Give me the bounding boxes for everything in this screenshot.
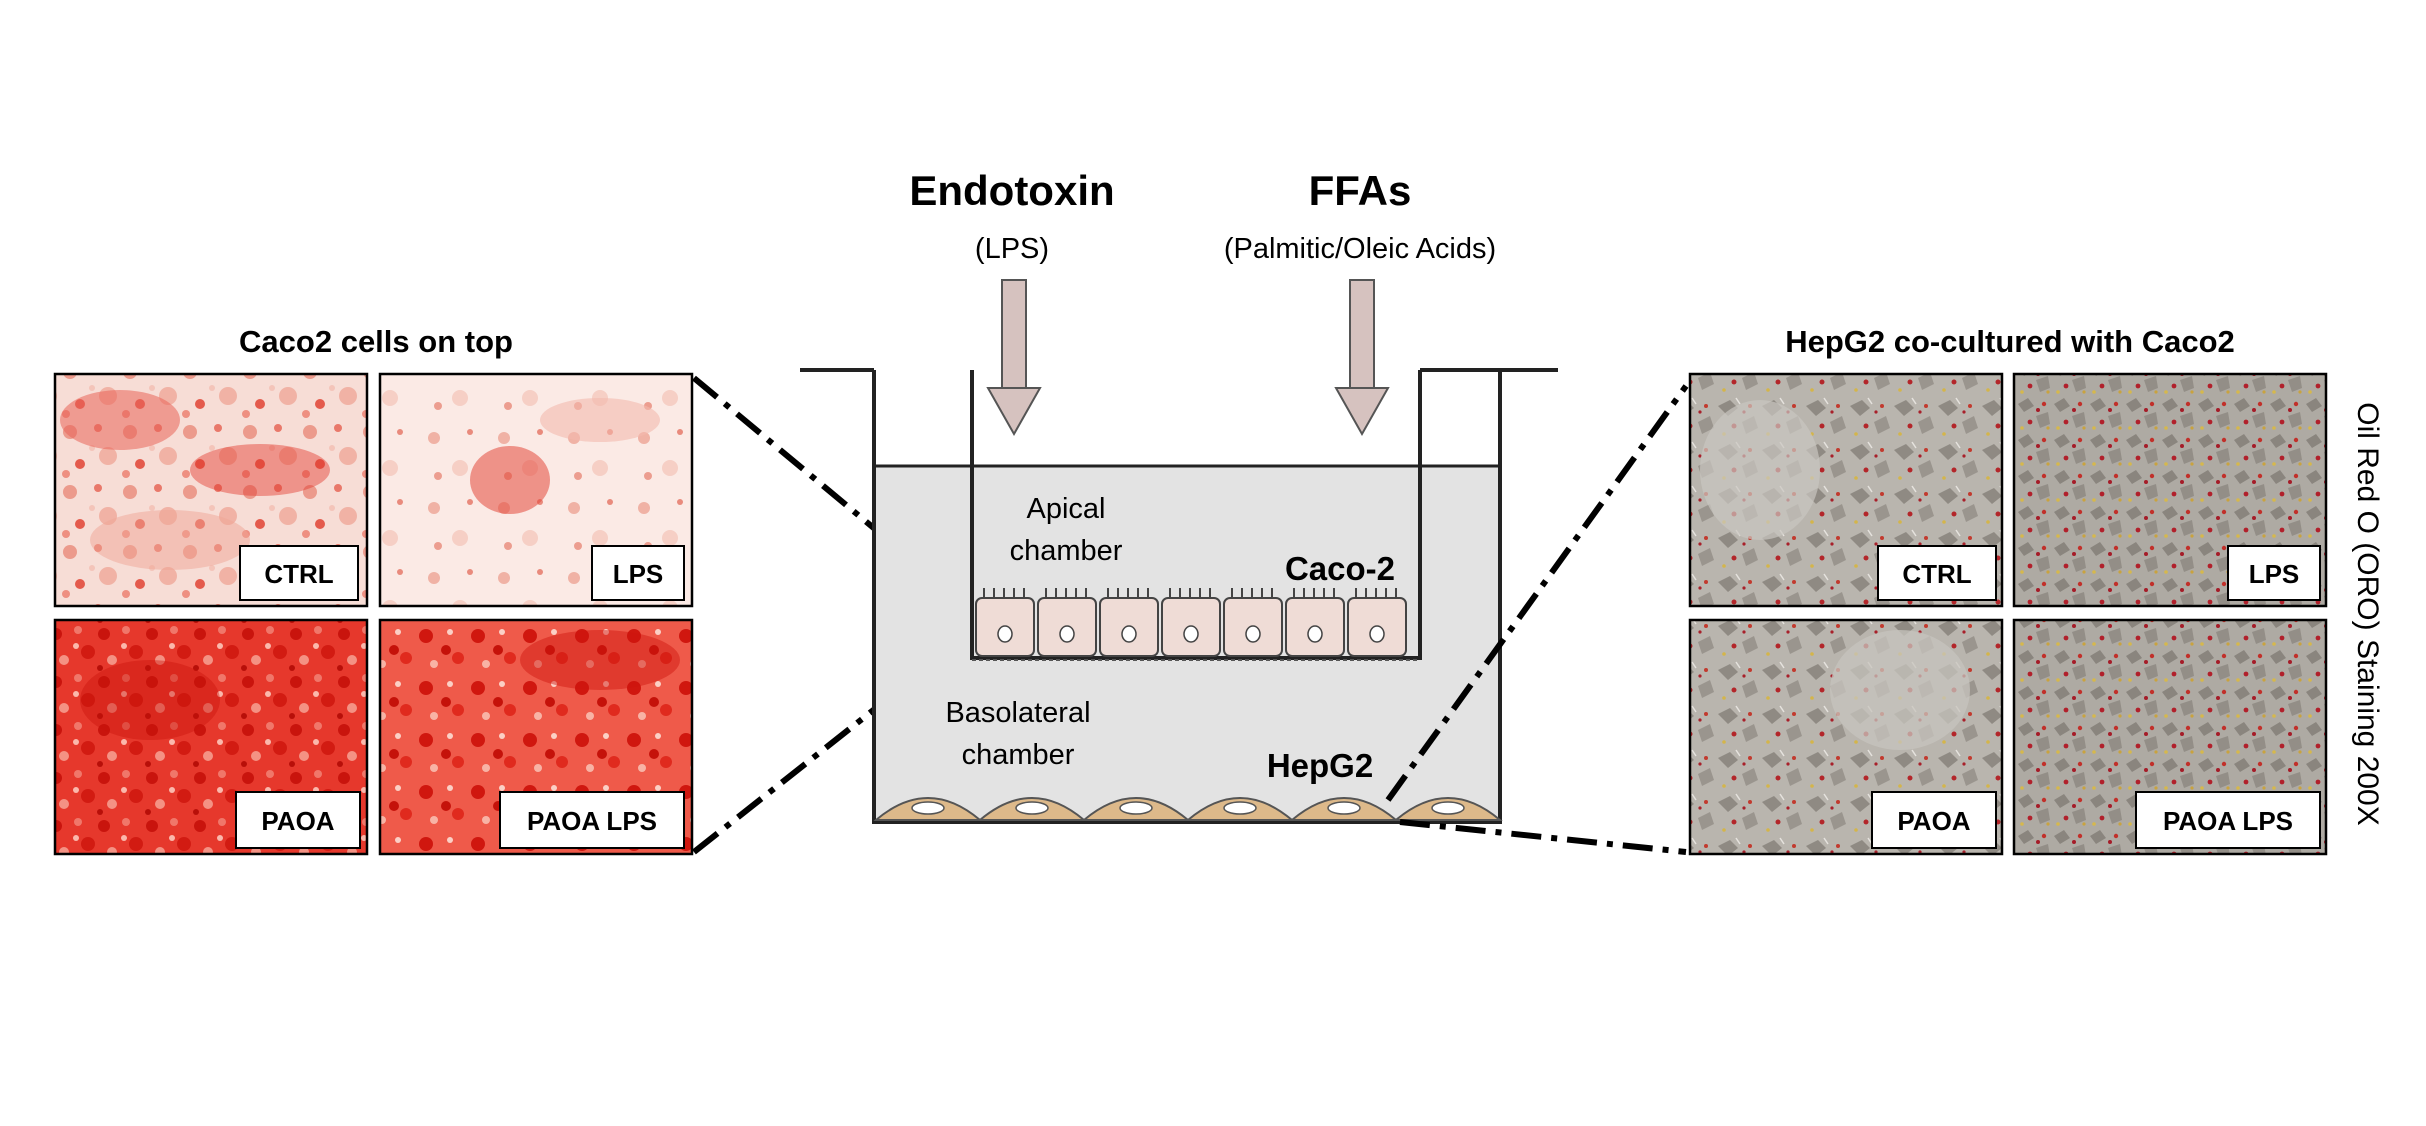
caco2-label-box-paoa: [235, 791, 361, 849]
hepg2-cell: [1289, 797, 1399, 821]
caco2-label-paoa: PAOA: [261, 806, 334, 836]
hepg2-diagram-label: HepG2: [1267, 747, 1373, 784]
caco2-micrograph-ctrl: CTRL: [53, 372, 369, 608]
caco2-cell: [1037, 588, 1097, 657]
hepg2-cell: [873, 797, 983, 821]
caco2-micrograph-paoa-lps: PAOA LPS: [378, 618, 694, 856]
hepg2-cell: [1393, 797, 1503, 821]
ffa-subtitle: (Palmitic/Oleic Acids): [1224, 233, 1496, 265]
caco2-label-paoa-lps: PAOA LPS: [527, 806, 657, 836]
caco2-micrograph-lps: LPS: [378, 372, 694, 608]
caco2-monolayer: [975, 588, 1407, 657]
endotoxin-subtitle: (LPS): [975, 233, 1049, 265]
caco2-diagram-label: Caco-2: [1285, 550, 1395, 587]
apical-chamber-label-2: chamber: [1010, 535, 1123, 567]
hepg2-micrograph-paoa-lps: PAOA LPS: [2012, 618, 2328, 856]
ffa-arrow: [1334, 279, 1390, 437]
hepg2-cell: [977, 797, 1087, 821]
caco2-label-box-ctrl: [239, 545, 359, 601]
caco2-cell: [1099, 588, 1159, 657]
endotoxin-arrow: [986, 279, 1042, 437]
hepg2-micrograph-lps: LPS: [2012, 372, 2328, 608]
hepg2-label-paoa-lps: PAOA LPS: [2163, 806, 2293, 836]
caco2-label-box-paoa-lps: [499, 791, 685, 849]
hepg2-label-lps: LPS: [2249, 559, 2300, 589]
right-callout-bottom: [1399, 819, 1687, 855]
caco2-cell: [1161, 588, 1221, 657]
caco2-micrograph-paoa: PAOA: [53, 618, 369, 856]
basolateral-chamber-label-2: chamber: [962, 739, 1075, 771]
hepg2-label-ctrl: CTRL: [1902, 559, 1971, 589]
hepg2-cell: [1081, 797, 1191, 821]
hepg2-label-box-lps: [2227, 545, 2321, 601]
hepg2-label-paoa: PAOA: [1897, 806, 1970, 836]
caco2-label-box-lps: [591, 545, 685, 601]
hepg2-micrograph-paoa: PAOA: [1688, 618, 2004, 856]
hepg2-label-box-ctrl: [1877, 545, 1997, 601]
apical-chamber-label-1: Apical: [1027, 493, 1106, 525]
right-panel-title: HepG2 co-cultured with Caco2: [1785, 324, 2235, 359]
ffa-title: FFAs: [1309, 167, 1412, 214]
hepg2-label-box-paoa-lps: [2135, 791, 2321, 849]
hepg2-micrograph-ctrl: CTRL: [1688, 372, 2004, 608]
endotoxin-title: Endotoxin: [909, 167, 1114, 214]
caco2-cell: [975, 588, 1035, 657]
caco2-label-lps: LPS: [613, 559, 664, 589]
caco2-cell: [1347, 588, 1407, 657]
caco2-cell: [1285, 588, 1345, 657]
basolateral-chamber-label-1: Basolateral: [945, 697, 1090, 729]
hepg2-cell: [1185, 797, 1295, 821]
hepg2-label-box-paoa: [1871, 791, 1997, 849]
transwell-insert: [970, 370, 1422, 660]
oro-staining-side-label: Oil Red O (ORO) Staining 200X: [2351, 402, 2384, 826]
transwell-diagram: Endotoxin (LPS) FFAs (Palmitic/Oleic Aci…: [800, 167, 1558, 824]
caco2-label-ctrl: CTRL: [264, 559, 333, 589]
left-panel-title: Caco2 cells on top: [239, 324, 513, 359]
outer-well-wall: [872, 370, 1502, 824]
caco2-cell: [1223, 588, 1283, 657]
hepg2-layer: [873, 797, 1503, 821]
right-callout-top: [1385, 384, 1689, 802]
